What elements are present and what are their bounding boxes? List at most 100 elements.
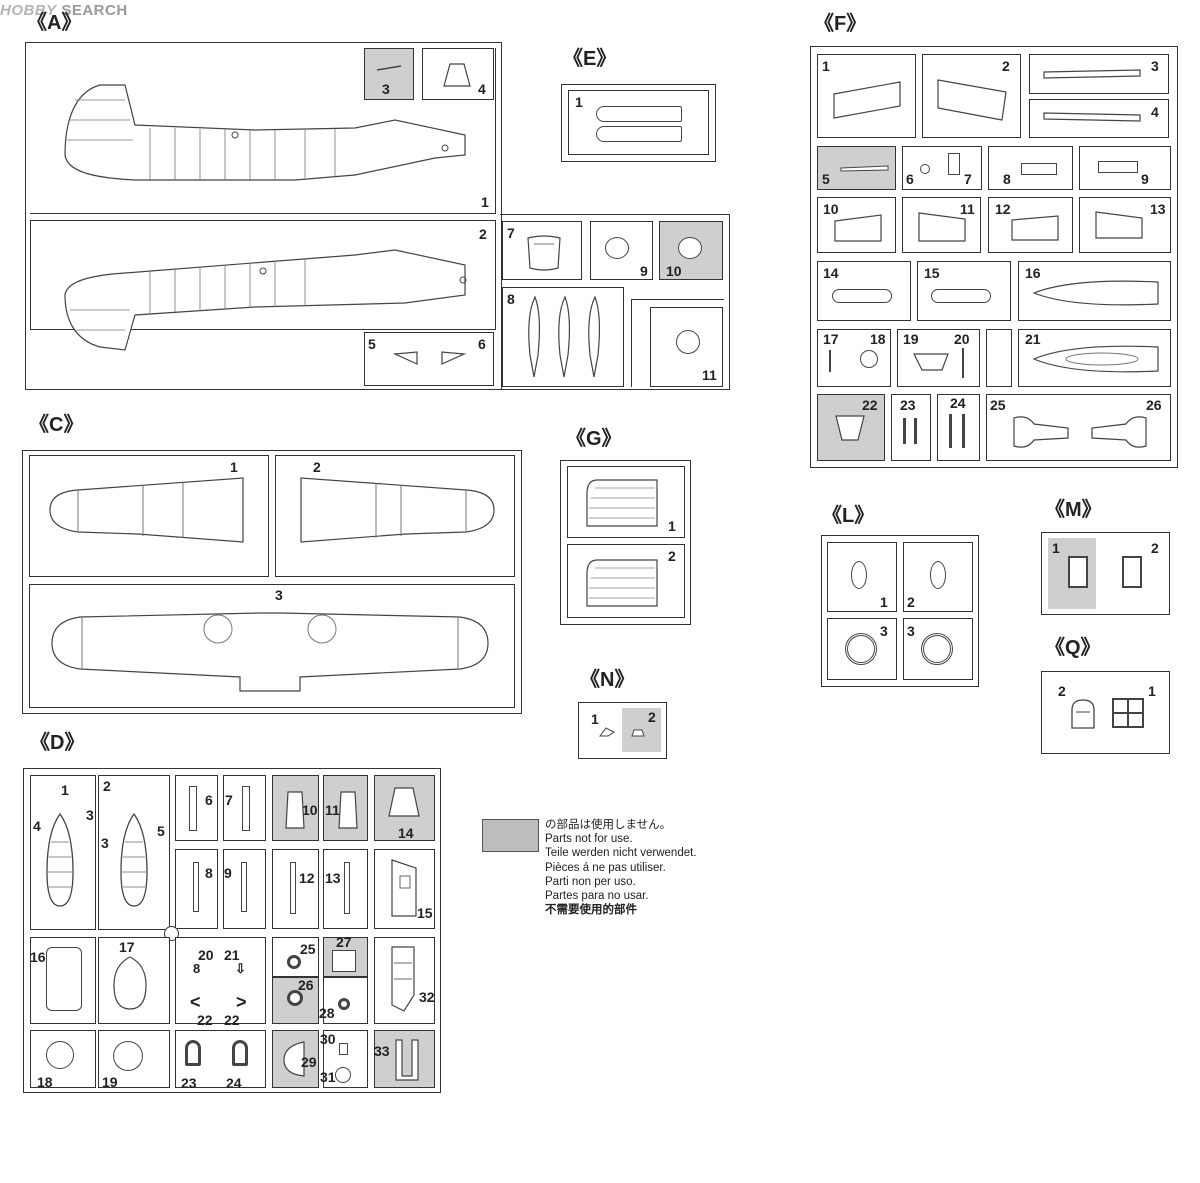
part-d27-number: 27: [336, 934, 352, 950]
part-l1-number: 1: [880, 594, 888, 610]
part-c2-number: 2: [313, 459, 321, 475]
part-d24-shape: [232, 1040, 248, 1066]
part-a5-shape: [392, 351, 418, 365]
section-f-label: 《F》: [814, 13, 867, 35]
part-f25-shape: [1013, 416, 1069, 448]
part-a6-shape: [441, 351, 467, 365]
part-d4-number: 4: [33, 818, 41, 834]
part-a5-a6-cell: [364, 332, 494, 386]
part-l3b-number: 3: [907, 623, 915, 639]
part-d22a-number: 22: [197, 1012, 213, 1028]
part-d10-number: 10: [302, 802, 318, 818]
part-f17-shape: [829, 350, 831, 372]
part-f23-cell: [891, 394, 931, 461]
fuselage-right-half-shape: [64, 249, 467, 351]
part-d32-shape: [391, 946, 415, 1012]
part-d16-number: 16: [30, 949, 46, 965]
part-d7-number: 7: [225, 792, 233, 808]
part-d9-shape: [241, 862, 247, 912]
part-d31-shape: [335, 1067, 351, 1083]
part-d8-shape: [193, 862, 199, 912]
part-m2-shape: [1122, 556, 1142, 588]
fuselage-left-half-shape: [64, 84, 466, 181]
part-d22b-shape: >: [236, 992, 247, 1012]
part-f14-shape: [832, 289, 892, 303]
part-d10-shape: [285, 791, 305, 829]
part-a4-shape: [443, 63, 471, 87]
part-l2-number: 2: [907, 594, 915, 610]
part-f7-shape: [948, 153, 960, 175]
section-g-sprue: [560, 460, 691, 625]
part-g2-number: 2: [668, 548, 676, 564]
section-c-sprue: [22, 450, 522, 714]
legend-line-zh: 不需要使用的部件: [545, 904, 637, 917]
part-d32-number: 32: [419, 989, 435, 1005]
legend-line-en: Parts not for use.: [545, 833, 633, 846]
part-d33-number: 33: [374, 1043, 390, 1059]
part-f9-shape: [1098, 161, 1138, 173]
part-a3-number: 3: [382, 81, 390, 97]
part-f13-number: 13: [1150, 201, 1166, 217]
propeller-blades-shape: [528, 295, 601, 378]
part-g1-number: 1: [668, 518, 676, 534]
part-f24-shape-a: [949, 414, 952, 448]
part-m1-number: 1: [1052, 540, 1060, 556]
part-d29-shape: [283, 1041, 305, 1077]
legend-line-fr: Pièces á ne pas utiliser.: [545, 861, 666, 874]
section-n-sprue: [578, 702, 667, 759]
part-d8-number: 8: [205, 865, 213, 881]
part-d11-number: 11: [325, 802, 340, 818]
part-d26-shape: [287, 990, 303, 1006]
section-m-label: 《M》: [1045, 499, 1102, 521]
part-n1-shape: [599, 727, 615, 737]
section-q-label: 《Q》: [1045, 637, 1101, 659]
part-f1-number: 1: [822, 58, 830, 74]
part-d31-number: 31: [320, 1069, 336, 1085]
part-d20-number: 20: [198, 947, 214, 963]
part-a5-number: 5: [368, 336, 376, 352]
right-wing-shape: [300, 477, 495, 543]
part-l3a-number: 3: [880, 623, 888, 639]
part-f3-shape: [1043, 69, 1141, 79]
part-f2-shape: [937, 79, 1007, 121]
part-f14-number: 14: [823, 265, 839, 281]
part-f24-cell: [937, 394, 980, 461]
part-d3a-number: 3: [86, 807, 94, 823]
part-q2-shape: [1071, 699, 1095, 729]
part-f11-number: 11: [960, 201, 975, 217]
part-f6-number: 6: [906, 171, 914, 187]
part-f19-shape: [913, 353, 949, 371]
part-f22-shape: [835, 415, 865, 441]
part-d17-number: 17: [119, 939, 135, 955]
lower-wing-shape: [51, 612, 489, 692]
part-a2-number: 2: [479, 226, 487, 242]
part-d11-shape: [338, 791, 358, 829]
part-a7-number: 7: [507, 225, 515, 241]
part-a4-number: 4: [478, 81, 486, 97]
part-f19-number: 19: [903, 331, 919, 347]
part-f10-shape: [834, 214, 882, 242]
part-f6-shape: [920, 164, 930, 174]
part-f10-number: 10: [823, 201, 839, 217]
wheel-left-shape: [845, 633, 877, 665]
left-wing-shape: [49, 477, 244, 543]
part-f5-number: 5: [822, 171, 830, 187]
part-d30-shape: [339, 1043, 348, 1055]
part-d5-shape: [120, 812, 148, 907]
section-m-sprue: [1041, 532, 1170, 615]
part-d6-shape: [189, 786, 197, 831]
part-d3b-number: 3: [101, 835, 109, 851]
part-f6-f7-cell: [902, 146, 982, 190]
legend-gray-swatch: [482, 819, 539, 852]
part-f21-number: 21: [1025, 331, 1041, 347]
section-l-sprue: [821, 535, 979, 687]
part-f23-shape-a: [903, 418, 906, 444]
part-a3-shape: [376, 65, 402, 71]
part-d33-shape: [395, 1039, 419, 1081]
part-d12-shape: [290, 862, 296, 914]
part-d14-number: 14: [398, 825, 414, 841]
part-d24-number: 24: [226, 1075, 242, 1091]
canopy-frame-bottom-shape: [596, 126, 682, 142]
part-d20-d22-cell: [175, 937, 266, 1024]
part-d28-shape: [338, 998, 350, 1010]
